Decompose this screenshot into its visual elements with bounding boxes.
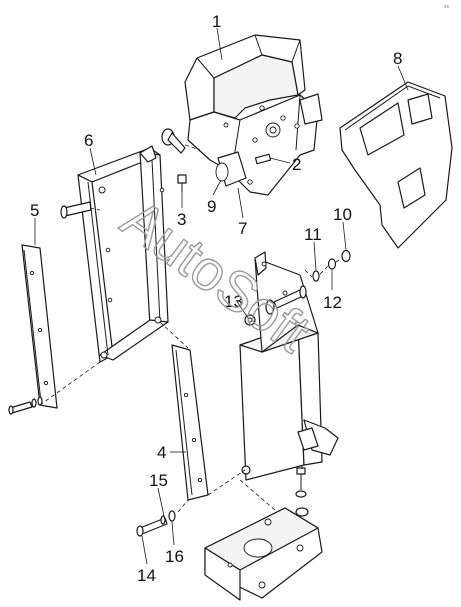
callout-8: 8 <box>393 49 402 68</box>
parts-10-11-12-fasteners <box>312 249 351 282</box>
callout-5: 5 <box>30 201 39 220</box>
part-13-axle-bolt <box>265 285 307 315</box>
part-1-handle-bracket <box>184 34 323 196</box>
part-3-bolt <box>177 174 187 192</box>
callouts: 1 2 3 4 5 6 7 8 9 10 11 12 13 14 15 16 <box>30 12 402 585</box>
callout-12: 12 <box>323 293 342 312</box>
base-plate <box>204 507 323 601</box>
callout-7: 7 <box>238 219 247 238</box>
callout-6: 6 <box>84 131 93 150</box>
callout-16: 16 <box>165 547 184 566</box>
callout-13: 13 <box>224 292 243 311</box>
callout-15: 15 <box>149 471 168 490</box>
callout-11: 11 <box>304 225 322 244</box>
callout-14: 14 <box>137 566 156 585</box>
part-5-side-plate <box>21 244 58 409</box>
callout-3: 3 <box>177 210 186 229</box>
leader-lines <box>34 27 409 565</box>
part-4-front-plate <box>171 344 209 501</box>
left-screw-set <box>8 396 43 415</box>
callout-9: 9 <box>207 197 216 216</box>
part-2-stud <box>254 153 272 165</box>
part-6-guide-frame <box>60 128 186 363</box>
column-assembly <box>239 251 339 481</box>
base-bolt <box>295 467 309 517</box>
callout-2: 2 <box>292 155 301 174</box>
callout-4: 4 <box>157 443 166 462</box>
callout-10: 10 <box>333 205 352 224</box>
callout-1: 1 <box>212 12 221 31</box>
part-8-faceplate <box>339 81 453 249</box>
parts-14-15-16-screw-set <box>136 510 176 537</box>
corner-mark: xx <box>444 4 450 10</box>
assembly-lines <box>39 144 343 513</box>
